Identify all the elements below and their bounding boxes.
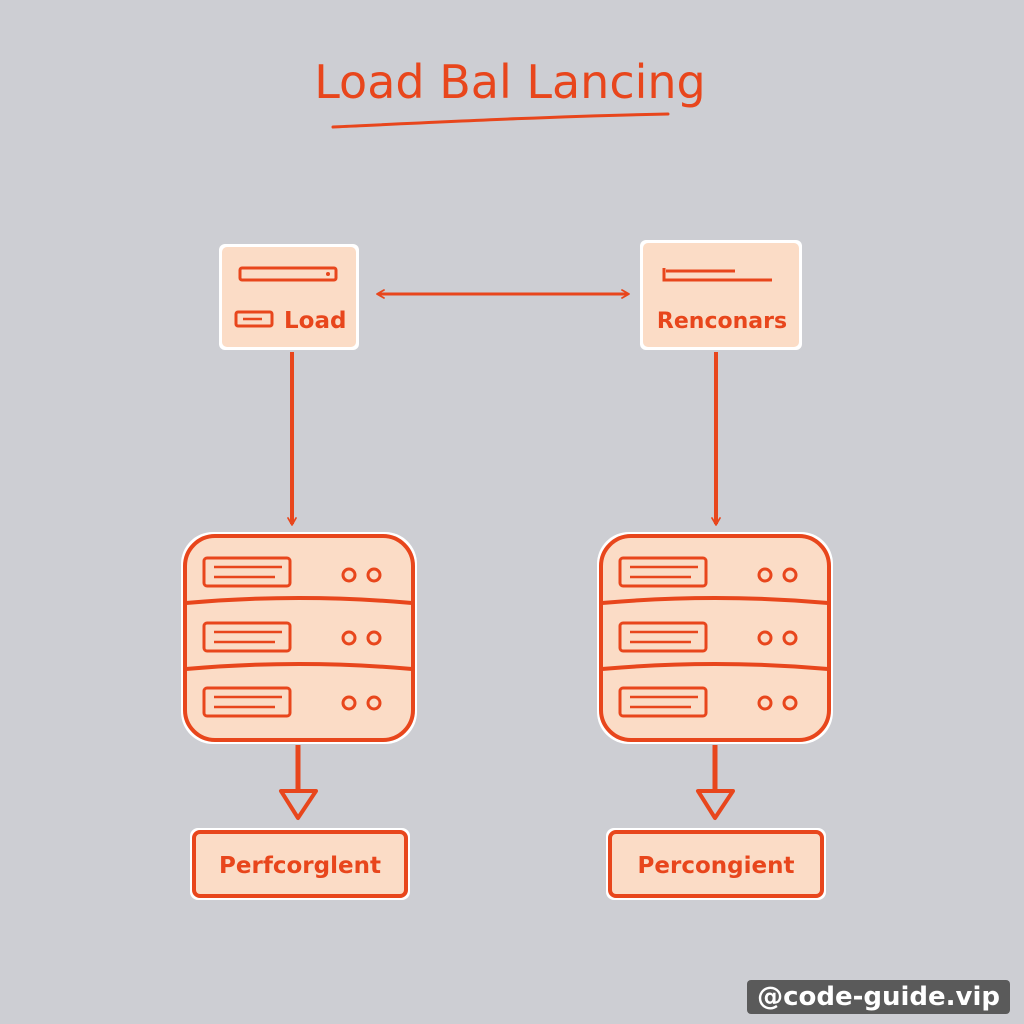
hollow-arrowhead-icon [696, 789, 735, 820]
right-server [597, 532, 833, 744]
left-box-label: Load [284, 308, 346, 334]
bar-icon [238, 266, 338, 282]
server-unit-2 [618, 621, 798, 653]
right-box: Renconars [640, 240, 802, 350]
bar-icon [662, 268, 772, 282]
server-unit-2 [202, 621, 382, 653]
server-unit-1 [202, 556, 382, 588]
left-output: Perfcorglent [190, 828, 410, 900]
diagram-title: Load Bal Lancing [314, 55, 706, 109]
right-output-label: Percongient [638, 853, 795, 879]
indicator-dot-icon [326, 272, 330, 276]
right-output: Percongient [606, 828, 826, 900]
edge-left-server-left-output [279, 745, 318, 820]
server-unit-3 [618, 686, 798, 718]
left-box: Load [219, 244, 359, 350]
watermark: @code-guide.vip [747, 980, 1010, 1014]
server-unit-1 [618, 556, 798, 588]
server-unit-3 [202, 686, 382, 718]
hollow-arrowhead-icon [279, 789, 318, 820]
title-underline [331, 112, 670, 129]
left-output-label: Perfcorglent [219, 853, 381, 879]
left-server [181, 532, 417, 744]
mini-bar-icon [234, 310, 274, 328]
edge-right-server-right-output [696, 745, 735, 820]
right-box-label: Renconars [657, 309, 787, 334]
